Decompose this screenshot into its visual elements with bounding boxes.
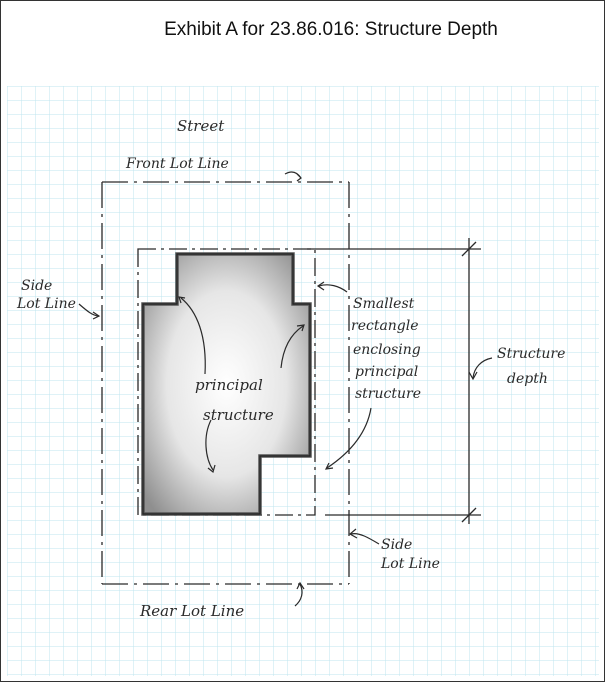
graph-paper-sheet: Street Front Lot Line Side Lot Line prin… [7,86,599,676]
right-side-label-line-1: Side [381,537,412,553]
principal-structure-line-1: principal [195,376,263,394]
smallest-rectangle-line-2: rectangle [351,318,419,334]
rear-lot-line-label: Rear Lot Line [139,602,244,620]
principal-structure-outline [142,253,311,515]
right-side-label-line-2: Lot Line [380,556,440,572]
left-side-label-line-1: Side [21,278,52,294]
principal-structure-label: principal structure [195,376,274,424]
street-label: Street [177,117,225,135]
structure-depth-dimension [307,238,481,524]
front-lot-line-label: Front Lot Line [125,156,229,172]
smallest-rectangle-label: Smallest rectangle enclosing principal s… [351,296,425,402]
principal-structure-line-2: structure [203,406,274,424]
smallest-rectangle-line-5: structure [355,386,421,402]
left-side-label-line-2: Lot Line [16,296,76,312]
right-side-lot-line-label: Side Lot Line [380,537,440,572]
structure-depth-line-2: depth [507,371,548,387]
structure-depth-line-1: Structure [497,346,565,362]
smallest-rectangle-line-3: enclosing [353,342,421,358]
exhibit-title: Exhibit A for 23.86.016: Structure Depth [164,19,498,40]
smallest-rectangle-line-1: Smallest [353,296,415,312]
left-side-lot-line-label: Side Lot Line [16,278,76,312]
smallest-rectangle-line-4: principal [355,364,418,380]
leader-arrows [78,171,493,607]
structure-depth-label: Structure depth [497,346,570,387]
